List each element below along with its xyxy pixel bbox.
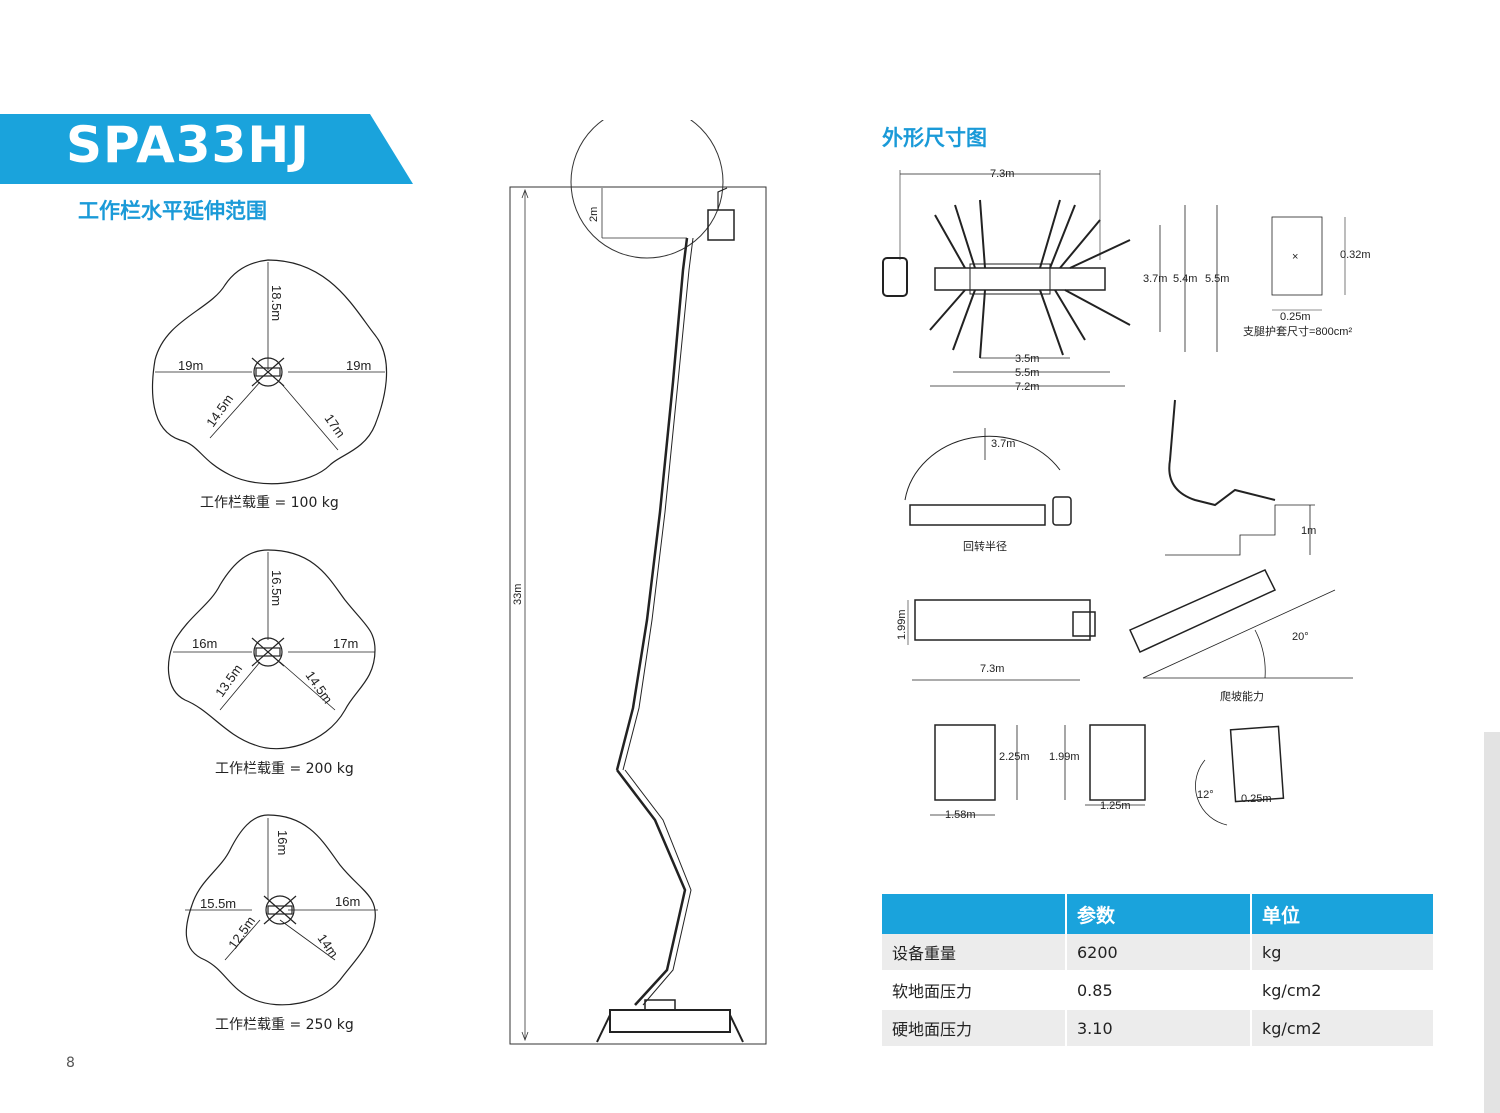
swing-caption: 回转半径	[963, 539, 1007, 553]
dim-step-height: 1m	[1301, 525, 1316, 537]
dim-pad-h: 0.32m	[1340, 249, 1371, 261]
stowed-side-view: 1.99m 7.3m	[896, 599, 1096, 681]
pad-detail: × 0.32m 0.25m 支腿护套尺寸=800cm²	[1243, 216, 1371, 338]
dim-w1: 3.5m	[1015, 353, 1039, 365]
spec-cell-unit: kg/cm2	[1252, 1010, 1433, 1048]
model-banner	[0, 114, 413, 184]
elevation-height-label: 33m	[512, 584, 524, 605]
dim-front-h2: 1.99m	[1049, 751, 1080, 763]
dim-tilt-angle: 12°	[1197, 789, 1214, 801]
range2-diag-left: 13.5m	[212, 662, 245, 700]
dim-tilt-w: 0.25m	[1241, 793, 1272, 805]
range-diagram-100kg: 18.5m 19m 19m 14.5m 17m	[151, 259, 388, 485]
dim-front-w1: 1.58m	[945, 809, 976, 821]
range1-diag-right: 17m	[322, 411, 349, 440]
dim-stow-length: 7.3m	[980, 663, 1004, 675]
dim-stow-height: 1.99m	[896, 609, 908, 640]
table-row: 软地面压力 0.85 kg/cm2	[882, 972, 1433, 1010]
range1-right: 19m	[346, 358, 371, 373]
spec-cell-value: 3.10	[1067, 1010, 1252, 1048]
table-row: 设备重量 6200 kg	[882, 934, 1433, 972]
range3-forward: 16m	[275, 830, 290, 855]
dim-front-w2: 1.25m	[1100, 800, 1131, 812]
page-number: 8	[66, 1055, 75, 1071]
range1-diag-left: 14.5m	[203, 392, 236, 430]
spec-cell-name: 设备重量	[882, 934, 1067, 972]
range3-caption: 工作栏载重 = 250 kg	[215, 1017, 354, 1033]
spec-cell-name: 软地面压力	[882, 972, 1067, 1010]
spec-header-value: 参数	[1067, 894, 1252, 934]
platform-height-label: 2m	[588, 207, 600, 222]
side-tab	[1484, 732, 1500, 1113]
range2-caption: 工作栏载重 = 200 kg	[215, 761, 354, 777]
range1-left: 19m	[178, 358, 203, 373]
pad-caption: 支腿护套尺寸=800cm²	[1243, 324, 1352, 338]
spec-header-item	[882, 894, 1067, 934]
dim-top-width: 7.3m	[990, 168, 1014, 180]
range2-forward: 16.5m	[269, 570, 284, 606]
model-title: SPA33HJ	[66, 116, 310, 174]
range1-caption: 工作栏载重 = 100 kg	[200, 495, 339, 511]
dim-h1: 3.7m	[1143, 273, 1167, 285]
svg-text:×: ×	[1292, 251, 1298, 263]
range3-left: 15.5m	[200, 896, 236, 911]
dim-w3: 7.2m	[1015, 381, 1039, 393]
spec-header-unit: 单位	[1252, 894, 1433, 934]
dim-pad-w: 0.25m	[1280, 311, 1311, 323]
spec-cell-value: 0.85	[1067, 972, 1252, 1010]
dimension-drawings: 7.3m 3.7m 5.4m 5.5m 3.5m 5.5m 7.2m × 0.3…	[882, 168, 1371, 826]
section-title-range: 工作栏水平延伸范围	[78, 199, 267, 223]
range-diagrams: 18.5m 19m 19m 14.5m 17m 16.5m 16m 17m 13…	[151, 259, 388, 1006]
section-title-dims: 外形尺寸图	[882, 126, 987, 150]
range3-diag-left: 12.5m	[225, 914, 258, 952]
spec-table: 参数 单位 设备重量 6200 kg 软地面压力 0.85 kg/cm2 硬地面…	[882, 894, 1433, 1048]
range3-diag-right: 14m	[315, 931, 342, 960]
spec-cell-unit: kg/cm2	[1252, 972, 1433, 1010]
elevation-diagram: 33m 2m	[509, 120, 767, 1045]
dim-swing-radius: 3.7m	[991, 438, 1015, 450]
range2-left: 16m	[192, 636, 217, 651]
spec-cell-name: 硬地面压力	[882, 1010, 1067, 1048]
swing-radius-view: 3.7m 回转半径	[904, 428, 1072, 553]
spec-table-header: 参数 单位	[882, 894, 1433, 934]
range3-right: 16m	[335, 894, 360, 909]
stairs-view: 1m	[1165, 399, 1316, 556]
range-diagram-250kg: 16m 15.5m 16m 12.5m 14m	[185, 814, 378, 1006]
dim-front-h1: 2.25m	[999, 751, 1030, 763]
dim-slope-angle: 20°	[1292, 631, 1309, 643]
spec-cell-value: 6200	[1067, 934, 1252, 972]
dim-w2: 5.5m	[1015, 367, 1039, 379]
range-diagram-200kg: 16.5m 16m 17m 13.5m 14.5m	[167, 549, 376, 750]
dim-h3: 5.5m	[1205, 273, 1229, 285]
slope-view: 20° 爬坡能力	[1129, 569, 1353, 703]
front-views: 2.25m 1.58m 1.99m 1.25m 12° 0.25m	[930, 724, 1285, 826]
range2-diag-right: 14.5m	[303, 668, 336, 706]
spec-cell-unit: kg	[1252, 934, 1433, 972]
slope-caption: 爬坡能力	[1220, 689, 1264, 703]
table-row: 硬地面压力 3.10 kg/cm2	[882, 1010, 1433, 1048]
range2-right: 17m	[333, 636, 358, 651]
dim-h2: 5.4m	[1173, 273, 1197, 285]
range1-forward: 18.5m	[269, 285, 284, 321]
top-view: 7.3m 3.7m 5.4m 5.5m 3.5m 5.5m 7.2m	[882, 168, 1229, 393]
